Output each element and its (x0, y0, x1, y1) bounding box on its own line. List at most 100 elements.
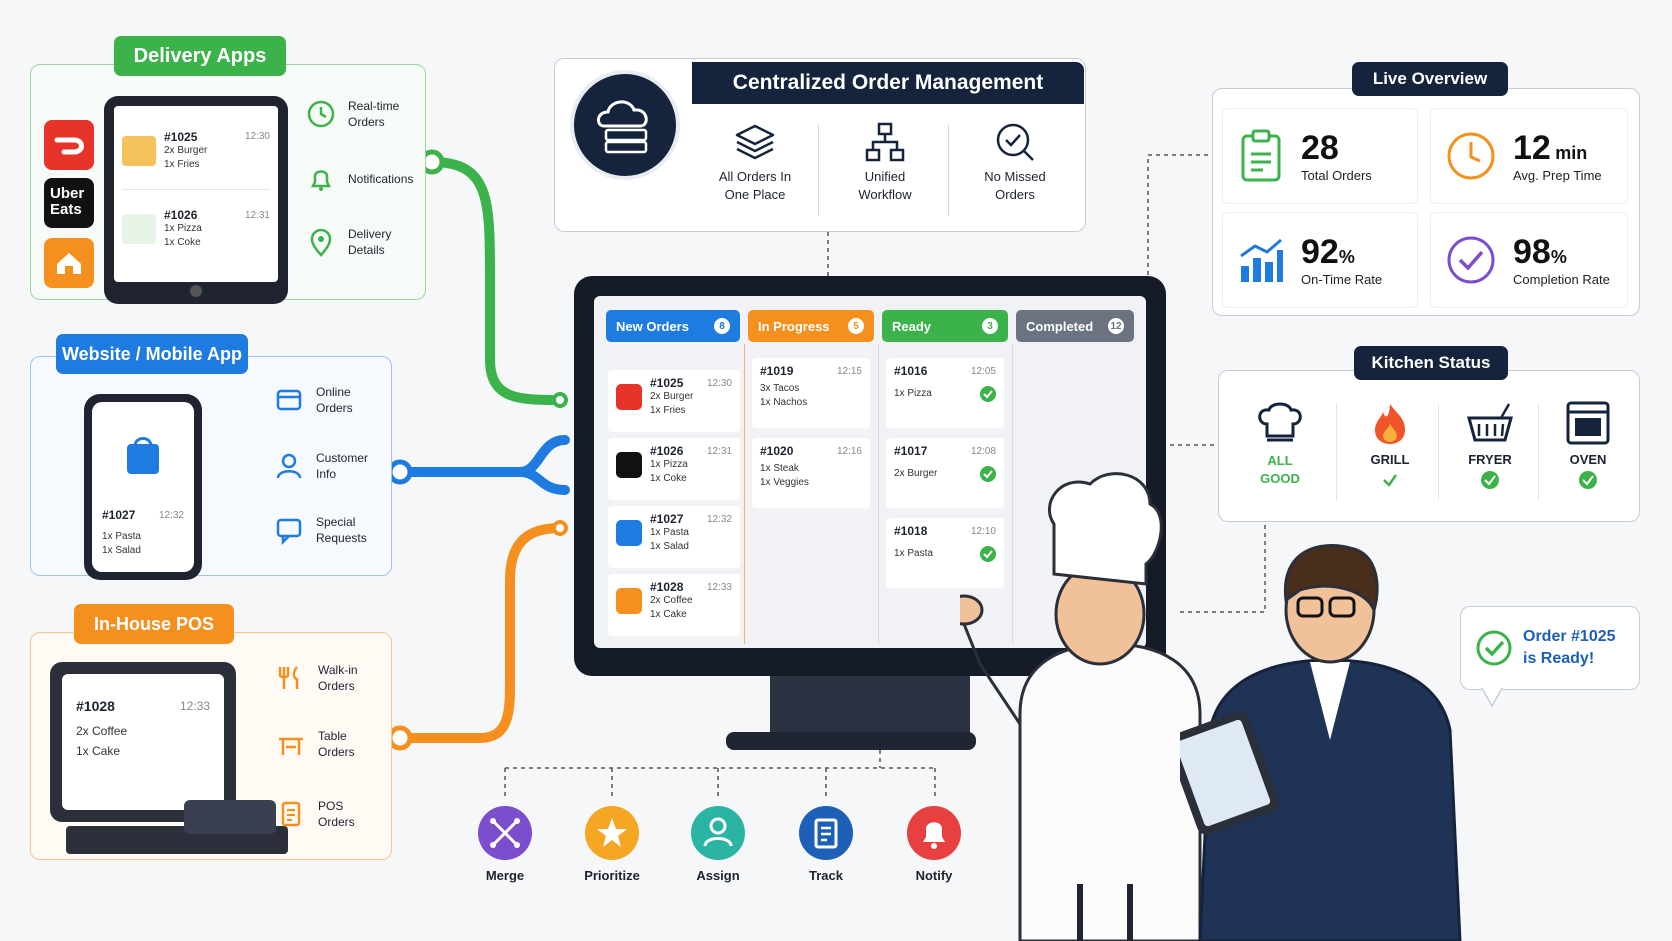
central-divider (818, 124, 819, 216)
check-circle-icon (1476, 630, 1512, 666)
kitchen-divider (1336, 404, 1337, 500)
workflow-icon (865, 122, 905, 162)
stat-on-time-rate: 92%On-Time Rate (1222, 212, 1418, 308)
action-track[interactable]: Track (781, 806, 871, 883)
uber-eats-icon (122, 214, 156, 244)
central-divider (948, 124, 949, 216)
monitor-base (726, 732, 976, 750)
star-icon (585, 806, 639, 860)
user-icon (276, 453, 302, 479)
check-circle-icon (980, 466, 996, 482)
home-button (190, 285, 202, 297)
chef-hat-icon (1258, 402, 1302, 442)
column-divider (744, 344, 745, 644)
uber-eats-icon (616, 452, 642, 478)
feature-special-requests: Special Requests (274, 514, 376, 546)
check-search-icon (996, 123, 1034, 161)
assign-user-icon (691, 806, 745, 860)
pos-title: In-House POS (74, 604, 234, 644)
house-app-logo (44, 238, 94, 288)
feature-realtime-orders: Real-time Orders (306, 98, 418, 130)
kitchen-divider (1438, 404, 1439, 500)
checkmark-icon (1383, 474, 1398, 487)
live-overview-title: Live Overview (1352, 62, 1508, 96)
doordash-logo (44, 120, 94, 170)
feature-table-orders: Table Orders (276, 728, 378, 760)
kitchen-grill: GRILL (1342, 400, 1438, 504)
house-icon (616, 588, 642, 614)
feature-customer-info: Customer Info (274, 450, 386, 482)
shopping-bag-icon (616, 520, 642, 546)
kitchen-divider (1538, 404, 1539, 500)
kitchen-all-good: ALL GOOD (1232, 400, 1328, 504)
clipboard-icon (1241, 129, 1281, 182)
feature-online-orders: Online Orders (274, 384, 376, 416)
central-feature-unified: Unified Workflow (830, 120, 940, 204)
chef-illustration (960, 472, 1202, 941)
action-prioritize[interactable]: Prioritize (567, 806, 657, 883)
receipt-printer (184, 800, 276, 834)
column-divider (878, 344, 879, 644)
feature-walkin-orders: Walk-in Orders (276, 662, 378, 694)
shopping-bag-icon (127, 437, 159, 474)
food-icon (122, 135, 156, 166)
feature-delivery-details: Delivery Details (306, 226, 408, 258)
website-title: Website / Mobile App (56, 334, 248, 374)
central-title-bar: Centralized Order Management (692, 62, 1084, 104)
table-icon (279, 737, 303, 755)
order-ready-notification[interactable]: Order #1025 is Ready! (1460, 606, 1640, 690)
chat-icon (276, 518, 302, 545)
action-assign[interactable]: Assign (673, 806, 763, 883)
clipboard-track-icon (799, 806, 853, 860)
stat-completion-rate: 98%Completion Rate (1430, 212, 1628, 308)
check-circle-icon (1579, 471, 1597, 489)
clock-icon (1447, 132, 1495, 180)
monitor-neck (770, 676, 970, 736)
check-circle-icon (1447, 236, 1495, 284)
kitchen-fryer: FRYER (1442, 400, 1538, 504)
delivery-apps-title: Delivery Apps (114, 36, 286, 76)
clock-icon (307, 100, 335, 128)
check-circle-icon (1481, 471, 1499, 489)
fryer-basket-icon (1467, 403, 1513, 442)
check-circle-icon (980, 546, 996, 562)
kitchen-oven: OVEN (1540, 400, 1636, 504)
online-order-icon (276, 389, 302, 411)
uber-eats-logo: Uber Eats (44, 178, 94, 228)
doordash-icon (616, 384, 642, 410)
merge-icon (478, 806, 532, 860)
feature-notifications: Notifications (306, 164, 413, 194)
central-feature-no-missed: No Missed Orders (960, 120, 1070, 204)
cloud-server-icon (570, 70, 680, 180)
check-circle-icon (980, 386, 996, 402)
action-notify[interactable]: Notify (889, 806, 979, 883)
location-pin-icon (310, 228, 332, 257)
kitchen-status-panel (1218, 370, 1640, 522)
fork-knife-icon (278, 666, 299, 689)
oven-icon (1566, 401, 1610, 445)
column-divider (1012, 344, 1013, 644)
bar-chart-icon (1240, 238, 1283, 282)
action-merge[interactable]: Merge (460, 806, 550, 883)
